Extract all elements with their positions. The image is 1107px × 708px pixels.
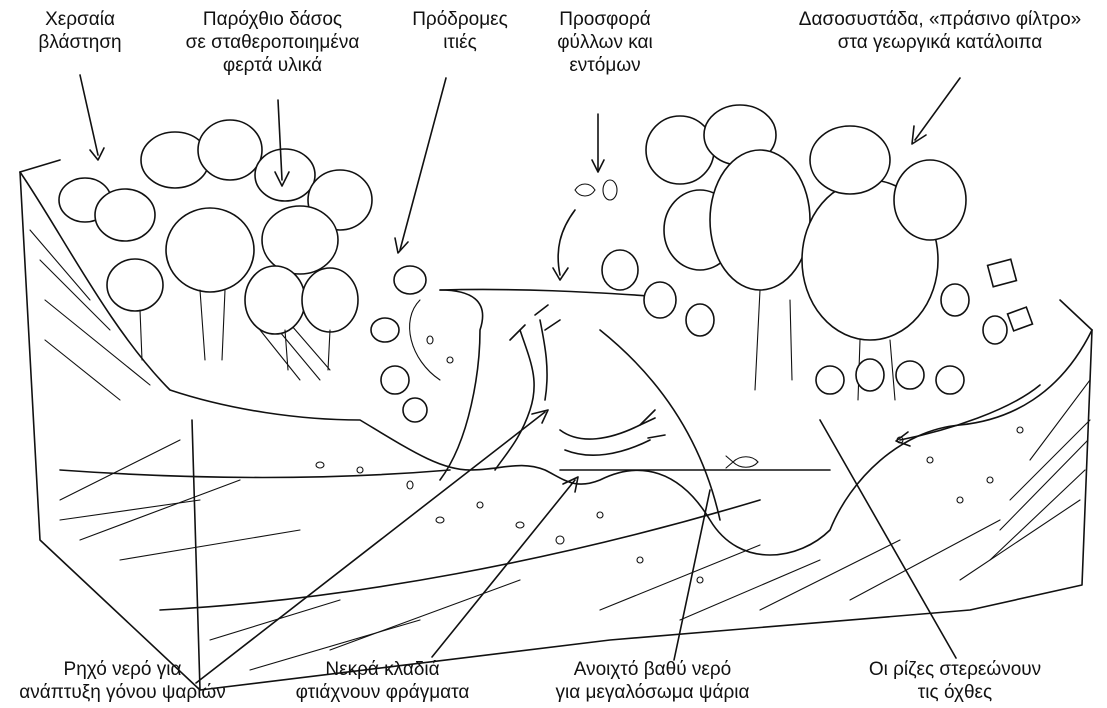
label-green-filter: Δασοσυστάδα, «πράσινο φίλτρο» στα γεωργι…: [780, 8, 1100, 54]
label-line: για μεγαλόσωμα ψάρια: [545, 681, 760, 704]
label-line: βλάστηση: [30, 31, 130, 54]
label-line: Προσφορά: [545, 8, 665, 31]
label-dead-branches: Νεκρά κλαδιά φτιάχνουν φράγματα: [285, 658, 480, 704]
label-line: ιτιές: [405, 31, 515, 54]
label-line: Πρόδρομες: [405, 8, 515, 31]
label-riparian-forest: Παρόχθιο δάσος σε σταθεροποιημένα φερτά …: [165, 8, 380, 77]
fish-icon: [726, 456, 758, 468]
label-line: Χερσαία: [30, 8, 130, 31]
label-line: ανάπτυξη γόνου ψαριών: [10, 681, 235, 704]
label-line: Παρόχθιο δάσος: [165, 8, 380, 31]
label-line: σε σταθεροποιημένα: [165, 31, 380, 54]
label-line: στα γεωργικά κατάλοιπα: [780, 31, 1100, 54]
label-terrestrial-vegetation: Χερσαία βλάστηση: [30, 8, 130, 54]
label-pioneer-willows: Πρόδρομες ιτιές: [405, 8, 515, 54]
label-line: φερτά υλικά: [165, 54, 380, 77]
left-bank-trees: [59, 120, 427, 422]
label-shallow-water: Ρηχό νερό για ανάπτυξη γόνου ψαριών: [10, 658, 235, 704]
runoff-arrow: [896, 385, 1040, 446]
label-line: Ανοιχτό βαθύ νερό: [545, 658, 760, 681]
label-line: τις όχθες: [855, 681, 1055, 704]
label-line: εντόμων: [545, 54, 665, 77]
label-line: Ρηχό νερό για: [10, 658, 235, 681]
label-line: φύλλων και: [545, 31, 665, 54]
label-deep-water: Ανοιχτό βαθύ νερό για μεγαλόσωμα ψάρια: [545, 658, 760, 704]
label-line: Δασοσυστάδα, «πράσινο φίλτρο»: [780, 8, 1100, 31]
label-line: φτιάχνουν φράγματα: [285, 681, 480, 704]
label-line: Νεκρά κλαδιά: [285, 658, 480, 681]
label-roots-stabilize: Οι ρίζες στερεώνουν τις όχθες: [855, 658, 1055, 704]
right-bank-trees: [602, 105, 1032, 400]
label-line: Οι ρίζες στερεώνουν: [855, 658, 1055, 681]
label-leaf-insect-input: Προσφορά φύλλων και εντόμων: [545, 8, 665, 77]
dead-branches: [495, 305, 665, 470]
